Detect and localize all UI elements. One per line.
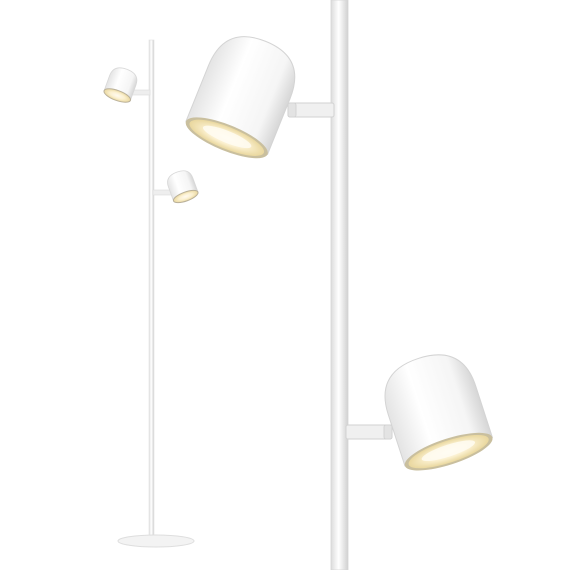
large-lamp-lower-head bbox=[384, 354, 494, 471]
small-lamp-base bbox=[117, 534, 195, 548]
large-lamp-lower-joint bbox=[383, 424, 393, 440]
small-lamp bbox=[103, 39, 199, 548]
large-lamp-upper-head bbox=[185, 36, 296, 159]
small-lamp-pole bbox=[148, 39, 155, 541]
small-lamp-upper-head bbox=[103, 67, 138, 103]
small-lamp-lower-head bbox=[167, 170, 199, 204]
large-lamp-pole bbox=[330, 0, 349, 570]
large-lamp bbox=[185, 0, 494, 570]
large-lamp-upper-joint bbox=[287, 102, 297, 118]
